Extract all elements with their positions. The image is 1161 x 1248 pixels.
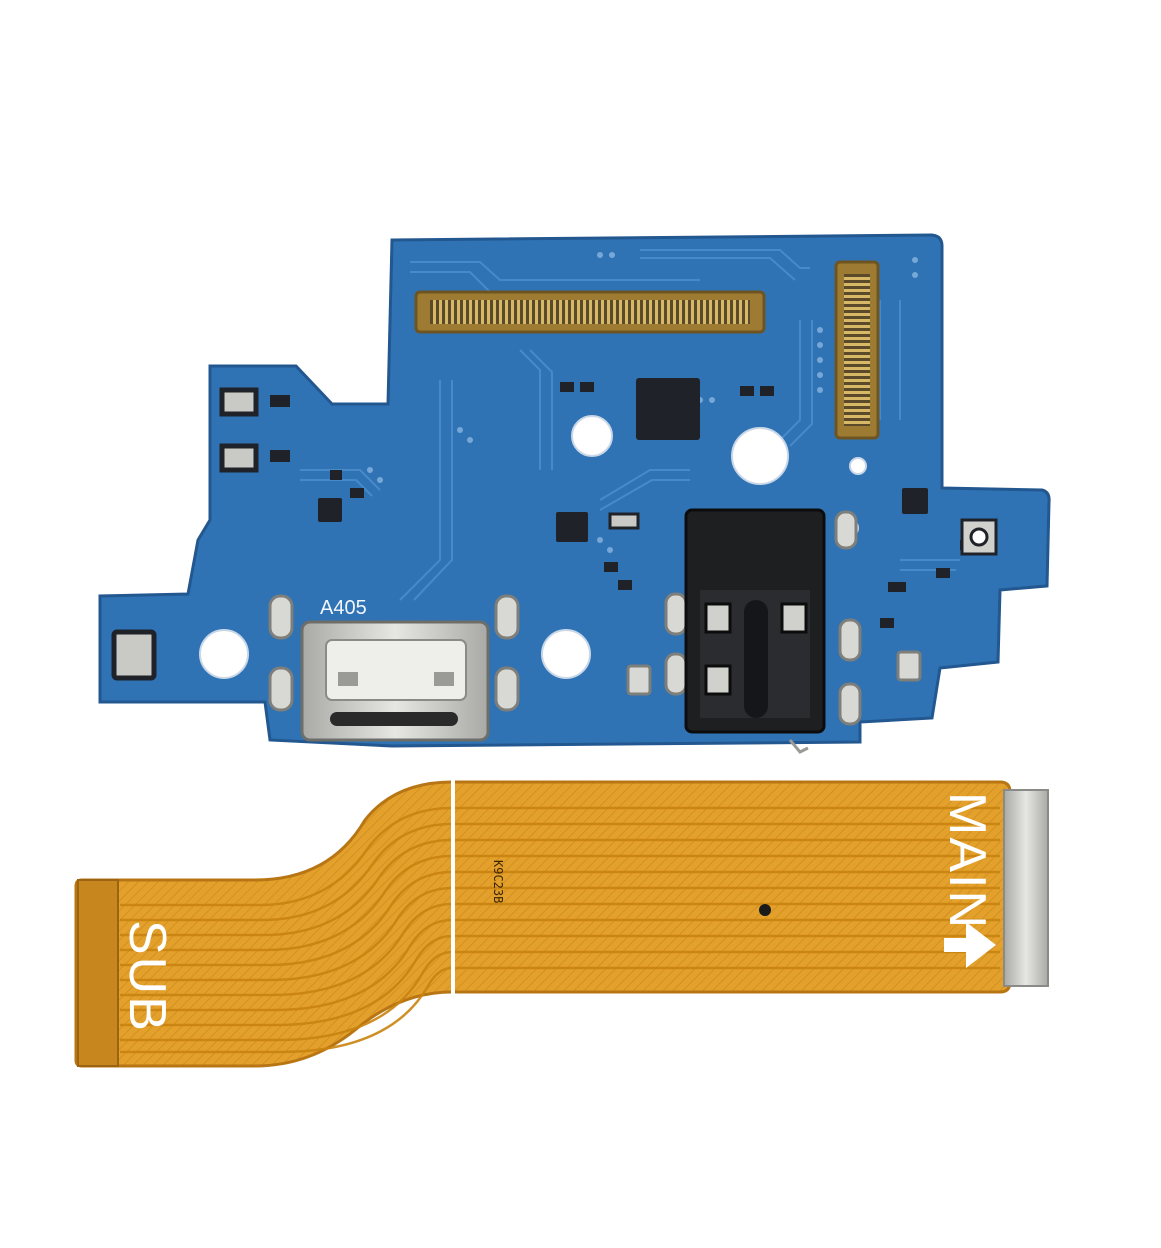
pcb-traces bbox=[300, 249, 960, 601]
main-side-label: MAIN bbox=[938, 792, 996, 930]
jack-solder-tabs bbox=[626, 510, 922, 726]
microphone bbox=[111, 629, 157, 681]
ic-chip bbox=[636, 378, 700, 440]
sub-side-label: SUB bbox=[118, 920, 176, 1033]
usb-solder-tabs bbox=[268, 594, 520, 712]
sub-stiffener bbox=[77, 879, 119, 1067]
flex-code-label: K9C23B bbox=[491, 860, 505, 903]
ic-chip-small bbox=[318, 498, 342, 522]
mounting-hole-jack bbox=[731, 427, 789, 485]
board-model-label: A405 bbox=[320, 597, 367, 619]
board-connector-horizontal bbox=[414, 290, 766, 334]
flex-mesh bbox=[76, 782, 1010, 1066]
capacitor bbox=[608, 512, 640, 530]
main-stiffener bbox=[1003, 789, 1049, 987]
audio-jack-icon bbox=[684, 508, 826, 754]
ic-chip-small bbox=[902, 488, 928, 514]
contact-pads-left bbox=[219, 387, 259, 473]
arrow-right-icon bbox=[944, 922, 996, 968]
charging-port-board: A405 bbox=[98, 233, 1051, 754]
fiducial-dot bbox=[759, 904, 771, 916]
ic-chip-small bbox=[556, 512, 588, 542]
flex-conductors bbox=[120, 806, 1000, 1054]
board-connector-vertical bbox=[834, 260, 880, 440]
flex-cable: K9C23B MAIN SUB bbox=[74, 778, 1049, 1068]
antenna-connector bbox=[960, 518, 998, 556]
usb-c-port-icon bbox=[300, 620, 490, 742]
